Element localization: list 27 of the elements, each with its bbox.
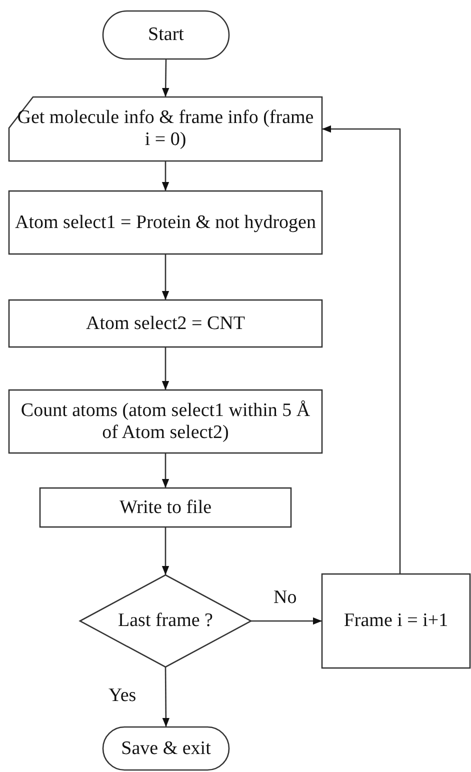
node-text: Frame i = i+1 bbox=[342, 610, 450, 632]
input-shape bbox=[9, 97, 322, 161]
process-box bbox=[9, 300, 322, 347]
node-text: Count atoms (atom select1 within 5 Å of Atom select2) bbox=[20, 400, 312, 444]
node-text: Write to file bbox=[118, 496, 213, 518]
arrow bbox=[162, 527, 170, 575]
decision-diamond bbox=[80, 575, 251, 667]
process-box bbox=[9, 191, 322, 254]
node-text: Last frame ? bbox=[117, 610, 214, 632]
terminal-shape bbox=[103, 11, 229, 59]
terminal-shape bbox=[103, 727, 229, 770]
arrow bbox=[251, 617, 322, 625]
process-box bbox=[40, 488, 291, 527]
node-text: Save & exit bbox=[120, 738, 212, 760]
process-box bbox=[9, 390, 322, 453]
arrow bbox=[162, 347, 170, 390]
node-text: Get molecule info & frame info (frame i = 0) bbox=[16, 107, 315, 151]
arrow bbox=[162, 453, 170, 488]
node-text: Atom select2 = CNT bbox=[85, 312, 246, 334]
arrow bbox=[162, 254, 170, 300]
process-box bbox=[322, 574, 470, 668]
node-text: Start bbox=[147, 24, 185, 46]
node-text: Atom select1 = Protein & not hydrogen bbox=[14, 212, 317, 234]
arrow bbox=[162, 59, 170, 97]
arrow bbox=[162, 667, 170, 727]
arrow bbox=[322, 125, 401, 574]
arrow bbox=[162, 161, 170, 191]
